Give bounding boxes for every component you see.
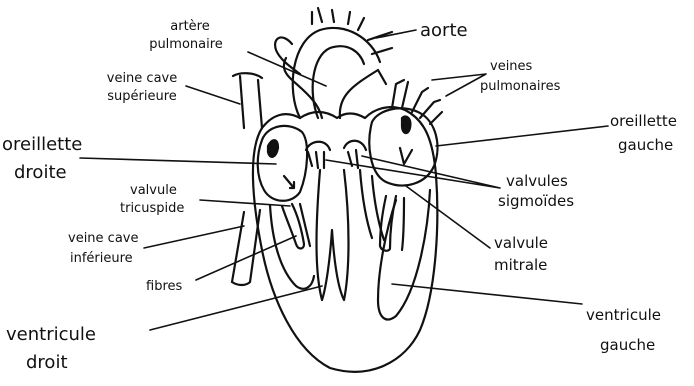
leader-aorte [376, 30, 416, 38]
label-vci-1: veine cave [68, 231, 138, 246]
pulmonary-artery [275, 37, 386, 118]
label-arteria-1: artère [170, 19, 209, 34]
leader-vci [144, 226, 244, 248]
label-fibres: fibres [146, 279, 182, 294]
right-ventricle-wall [270, 205, 314, 289]
label-tricuspide-1: valvule [130, 183, 177, 198]
label-arteria-2: pulmonaire [149, 37, 223, 52]
label-sigmoides-1: valvules [506, 172, 568, 190]
tricuspid-valve [282, 204, 310, 249]
label-od-2: droite [14, 162, 67, 183]
label-tricuspide-2: tricuspide [120, 201, 184, 216]
label-vd-2: droit [26, 352, 68, 373]
septum [317, 170, 349, 300]
label-vg-1: ventricule [586, 306, 661, 324]
label-vd-1: ventricule [6, 324, 96, 345]
leader-vg [392, 284, 582, 304]
label-veines-1: veines [490, 59, 533, 74]
superior-vena-cava [240, 76, 262, 128]
label-vg-2: gauche [600, 336, 655, 354]
aorta [293, 28, 380, 118]
label-vcs-2: supérieure [107, 89, 177, 104]
label-aorte: aorte [420, 20, 468, 41]
label-og-1: oreillette [610, 112, 677, 130]
label-vci-2: inférieure [70, 251, 133, 266]
label-od-1: oreillette [2, 134, 82, 155]
leader-od [80, 158, 276, 164]
label-sigmoides-2: sigmoïdes [498, 192, 574, 210]
label-mitrale-2: mitrale [494, 256, 547, 274]
label-vcs-1: veine cave [107, 71, 177, 86]
leader-fibres [196, 236, 296, 280]
label-mitrale-1: valvule [494, 234, 548, 252]
sigmoid-valves [306, 141, 366, 168]
leader-vcs [186, 86, 240, 104]
label-veines-2: pulmonaires [480, 79, 561, 94]
leader-mitrale [406, 186, 490, 248]
label-og-2: gauche [618, 136, 673, 154]
labels: artère pulmonaire aorte veines pulmonair… [2, 19, 677, 373]
leader-og [436, 126, 608, 146]
leader-veines [432, 74, 486, 96]
